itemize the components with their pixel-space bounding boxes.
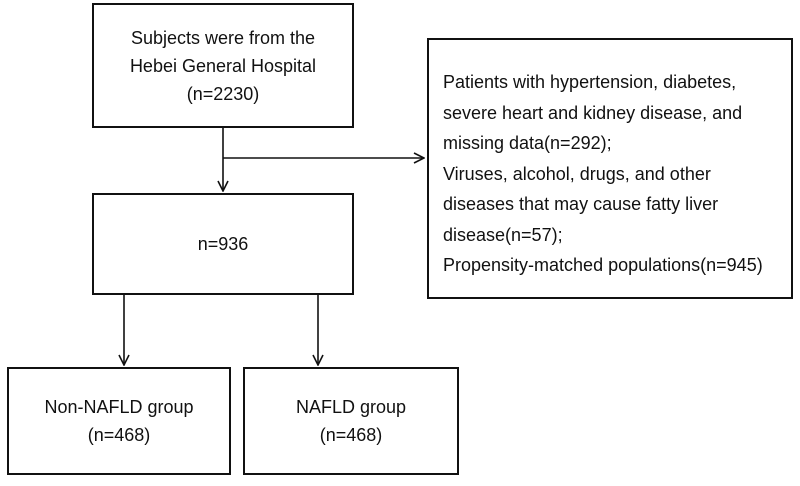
exclusion-line-4: Viruses, alcohol, drugs, and other bbox=[443, 163, 711, 184]
final-cohort-box: n=936 bbox=[92, 193, 354, 295]
non-nafld-group-box: Non-NAFLD group (n=468) bbox=[7, 367, 231, 475]
source-line-1: Subjects were from the bbox=[130, 27, 316, 48]
exclusion-line-1: Patients with hypertension, diabetes, bbox=[443, 72, 737, 92]
cohort-count: n=936 bbox=[197, 234, 249, 254]
exclusion-line-3: missing data(n=292); bbox=[443, 133, 612, 153]
exclusion-line-5: diseases that may cause fatty liver bbox=[443, 194, 719, 214]
source-line-3: (n=2230) bbox=[186, 83, 260, 104]
nafld-group-box: NAFLD group (n=468) bbox=[243, 367, 459, 475]
exclusion-line-7: Propensity-matched populations(n=945) bbox=[443, 255, 763, 275]
source-line-2: Hebei General Hospital bbox=[129, 55, 317, 76]
nafld-group-name: NAFLD group bbox=[295, 397, 407, 417]
exclusion-line-6: disease(n=57); bbox=[443, 224, 563, 245]
source-population-box: Subjects were from the Hebei General Hos… bbox=[92, 3, 354, 128]
exclusion-line-2: severe heart and kidney disease, and bbox=[443, 102, 743, 123]
non-nafld-group-count: (n=468) bbox=[87, 425, 151, 445]
exclusion-criteria-box: Patients with hypertension, diabetes, se… bbox=[427, 38, 793, 299]
nafld-group-count: (n=468) bbox=[319, 425, 383, 445]
non-nafld-group-name: Non-NAFLD group bbox=[44, 397, 194, 417]
